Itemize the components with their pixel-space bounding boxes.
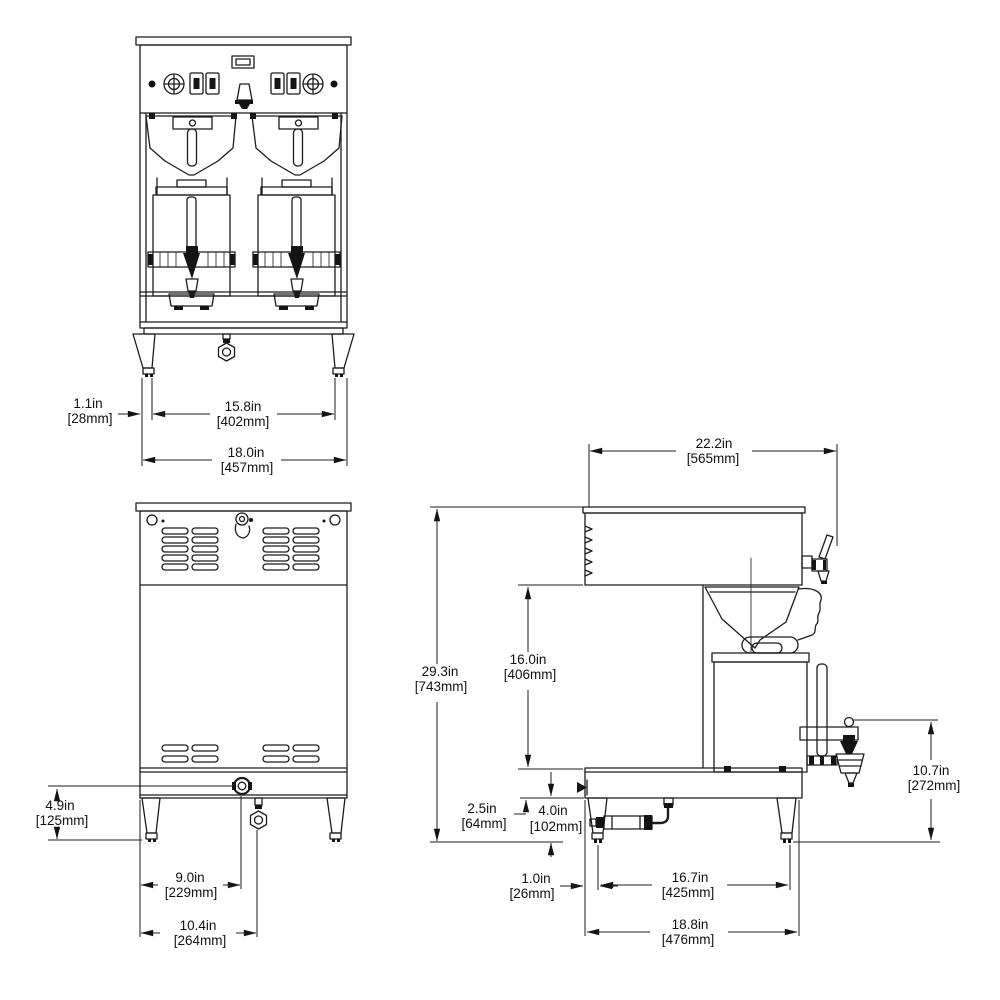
- brew-switches-left: [189, 72, 220, 95]
- dim-side-leg-span-mm: [425mm]: [662, 885, 715, 900]
- server-faucet-handle-right: [291, 246, 303, 253]
- front-drain-fitting-icon: [217, 333, 236, 362]
- rear-machine-drawing: [135, 502, 352, 842]
- front-leg-left: [132, 333, 156, 377]
- dim-rear-inlet-offset-mm: [229mm]: [165, 885, 218, 900]
- dim-rear-drain-offset-mm: [264mm]: [174, 933, 227, 948]
- server-right: [252, 177, 341, 310]
- dial-left-icon: [163, 73, 185, 95]
- side-dimensions: [430, 444, 940, 936]
- dim-side-rear-inset-in: 1.0in: [521, 871, 550, 886]
- indicator-dot-left: [148, 80, 156, 88]
- dim-front-leg-span-mm: [402mm]: [217, 414, 270, 429]
- dim-side-faucet-height-mm: [272mm]: [908, 778, 961, 793]
- rear-dimensions: [48, 785, 258, 937]
- brew-funnel-left: [145, 115, 237, 176]
- dim-front-leg-inset-in: 1.1in: [73, 396, 102, 411]
- dim-front-width-in: 18.0in: [228, 445, 265, 460]
- brew-switches-right: [270, 72, 301, 95]
- cord-hook-icon: [234, 512, 253, 539]
- front-view: 1.1in [28mm] 15.8in [402mm] 18.0in [457m…: [67, 36, 355, 475]
- rear-vents-upper: [161, 527, 320, 571]
- dim-side-base-height-in: 2.5in: [467, 801, 496, 816]
- dial-right-icon: [302, 73, 324, 95]
- dim-side-height-in: 29.3in: [422, 664, 459, 679]
- brew-funnel-right: [251, 115, 343, 176]
- side-leg-rear: [587, 797, 608, 843]
- side-leg-front: [776, 797, 797, 843]
- rear-drain-fitting-icon: [249, 797, 268, 830]
- dim-side-leg-height-mm: [102mm]: [530, 819, 583, 834]
- side-server: [711, 636, 828, 773]
- dim-rear-drain-offset-in: 10.4in: [180, 918, 217, 933]
- indicator-dot-right: [330, 80, 338, 88]
- rear-leg-left: [141, 797, 161, 842]
- side-server-faucet-icon: [799, 716, 865, 787]
- side-brew-funnel: [704, 586, 822, 649]
- server-faucet-handle-left: [186, 246, 198, 253]
- dim-side-leg-height-in: 4.0in: [538, 803, 567, 818]
- rear-screw-right: [329, 514, 341, 526]
- front-dimensions: [118, 378, 348, 466]
- front-leg-right: [331, 333, 355, 377]
- dim-front-leg-inset-mm: [28mm]: [67, 411, 112, 426]
- dim-side-top-depth-in: 22.2in: [696, 436, 733, 451]
- dim-rear-inlet-height-in: 4.9in: [45, 798, 74, 813]
- hot-water-spout-icon: [235, 83, 253, 109]
- water-strainer-assembly-icon: [589, 797, 674, 830]
- dim-side-depth-in: 18.8in: [672, 917, 709, 932]
- rear-screw-left: [146, 514, 158, 526]
- display-window-icon: [231, 55, 255, 69]
- dim-side-clearance-mm: [406mm]: [504, 667, 557, 682]
- dim-side-leg-span-in: 16.7in: [672, 870, 709, 885]
- dim-rear-inlet-height-mm: [125mm]: [36, 813, 89, 828]
- dim-side-rear-inset-mm: [26mm]: [509, 886, 554, 901]
- water-inlet-fitting-icon: [232, 776, 252, 796]
- dim-front-width-mm: [457mm]: [221, 460, 274, 475]
- dim-side-depth-mm: [476mm]: [662, 932, 715, 947]
- dim-side-base-height-mm: [64mm]: [461, 816, 506, 831]
- side-view: 22.2in [565mm] 29.3in [743mm] 16.0in [40…: [415, 436, 961, 947]
- rear-leg-right: [326, 797, 346, 842]
- rear-view: 4.9in [125mm] 9.0in [229mm] 10.4in [264m…: [36, 502, 352, 948]
- dim-side-top-depth-mm: [565mm]: [687, 451, 740, 466]
- dim-front-leg-span-in: 15.8in: [225, 399, 262, 414]
- dim-side-faucet-height-in: 10.7in: [913, 763, 950, 778]
- front-machine-drawing: [132, 36, 355, 377]
- dim-side-height-mm: [743mm]: [415, 679, 468, 694]
- side-machine-drawing: [577, 506, 865, 843]
- side-rear-fitting-icon: [577, 779, 588, 796]
- hot-water-faucet-icon: [801, 534, 834, 584]
- side-vent-marks: [584, 525, 593, 577]
- rear-vents-lower: [161, 744, 320, 763]
- server-left: [147, 177, 236, 310]
- dim-rear-inlet-offset-in: 9.0in: [175, 870, 204, 885]
- dim-side-clearance-in: 16.0in: [510, 652, 547, 667]
